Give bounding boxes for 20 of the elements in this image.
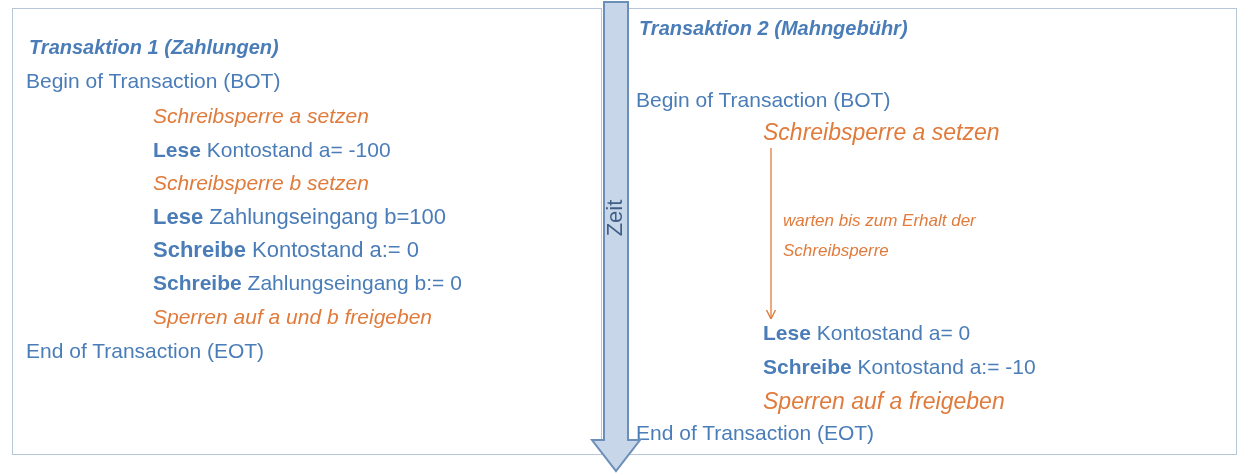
time-label: Zeit [602, 199, 629, 237]
lock-step: Sperren auf a freigeben [763, 388, 1005, 415]
transaction-step: Schreibe Zahlungseingang b:= 0 [153, 271, 462, 295]
lock-step: Sperren auf a und b freigeben [153, 305, 433, 329]
transaction-step: Lese Zahlungseingang b=100 [153, 204, 446, 230]
lock-step: Schreibsperre a setzen [763, 119, 1000, 146]
transaction-panel [12, 8, 602, 455]
panel-heading: Transaktion 2 (Mahngebühr) [639, 17, 908, 40]
transaction-step: Lese Kontostand a= -100 [153, 138, 391, 162]
lock-step: Schreibsperre a setzen [153, 104, 369, 128]
transaction-step: End of Transaction (EOT) [26, 339, 265, 363]
transaction-step: Begin of Transaction (BOT) [26, 69, 281, 93]
arrow [765, 147, 777, 320]
lock-step: Schreibsperre b setzen [153, 171, 369, 195]
transaction-step: Schreibe Kontostand a:= 0 [153, 237, 419, 263]
transaction-step: Begin of Transaction (BOT) [636, 88, 891, 112]
panel-heading: Transaktion 1 (Zahlungen) [29, 36, 279, 59]
transaction-step: Schreibe Kontostand a:= -10 [763, 355, 1036, 379]
transaction-step: End of Transaction (EOT) [636, 421, 875, 445]
transaction-step: Lese Kontostand a= 0 [763, 321, 971, 345]
